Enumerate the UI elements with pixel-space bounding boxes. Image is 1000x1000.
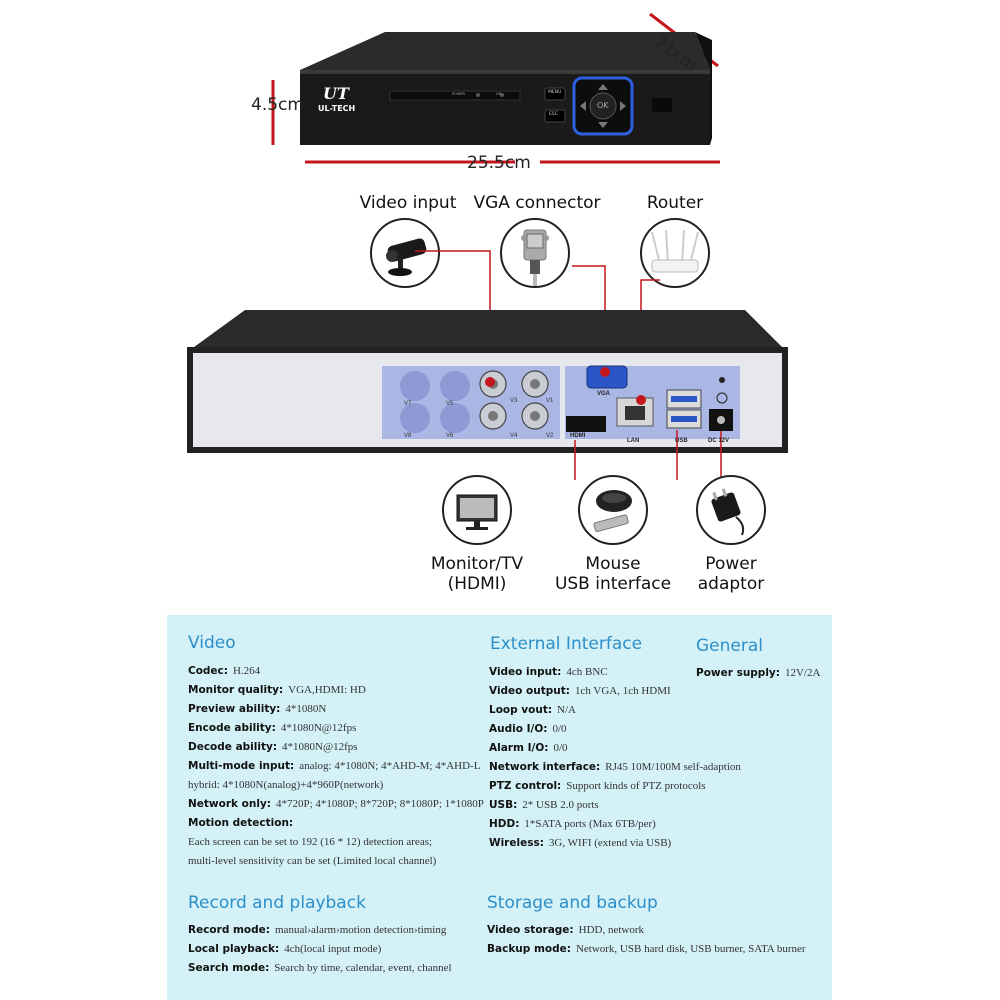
usb-port-label: USB [675,438,688,444]
power-label-line1: Power [705,554,757,574]
spec-row: Video input:4ch BNC [489,666,608,678]
router-label: Router [646,193,704,213]
dvr-front-face [300,70,710,145]
multi-mode-continuation: hybrid: 4*1080N(analog)+4*960P(network) [188,779,384,791]
dvr-rear-top-face [190,310,785,350]
hdmi-port-label: HDMI [570,433,586,439]
monitor-label-line1: Monitor/TV [430,554,524,574]
vga-port-label: VGA [597,391,611,397]
spec-row: Record mode:manual›alarm›motion detectio… [188,924,447,936]
dc-port-label: DC 12V [708,438,730,444]
spec-row: PTZ control:Support kinds of PTZ protoco… [489,780,706,792]
power-label-callout: Power adaptor [688,554,774,594]
spec-row: Network interface:RJ45 10M/100M self-ada… [489,761,741,773]
hdd-label: HD [496,92,502,96]
disc-slot [389,90,521,101]
spec-row: Power supply:12V/2A [696,667,821,679]
bnc-label-v1: V1 [546,398,554,404]
specifications-panel: Video Codec:H.264 Monitor quality:VGA,HD… [167,615,832,1000]
vga-thumbnail [500,218,570,288]
external-section-title: External Interface [490,634,643,654]
router-icon [651,259,699,273]
mouse-usb-thumbnail [578,475,648,545]
hdd-led [500,93,504,97]
spec-row: Monitor quality:VGA,HDMI: HD [188,684,366,696]
bnc-label-v5: V5 [446,401,454,407]
spec-row: Audio I/O:0/0 [489,723,567,735]
spec-row: Codec:H.264 [188,665,261,677]
record-section-title: Record and playback [188,893,366,913]
spec-row: USB:2* USB 2.0 ports [489,799,599,811]
vga-port [586,365,628,389]
power-label-line2: adaptor [697,574,765,594]
spec-row: HDD:1*SATA ports (Max 6TB/per) [489,818,656,830]
bnc-label-v8: V8 [404,433,412,439]
monitor-label: Monitor/TV (HDMI) [418,554,536,594]
motion-description-line1: Each screen can be set to 192 (16 * 12) … [188,836,433,848]
camera-thumbnail [370,218,440,288]
video-section-title: Video [188,633,236,653]
spec-row: Decode ability:4*1080N@12fps [188,741,358,753]
storage-section-title: Storage and backup [487,893,658,913]
power-label: POWER [452,92,465,96]
spec-row: Search mode:Search by time, calendar, ev… [188,962,452,974]
spec-row: Multi-mode input:analog: 4*1080N; 4*AHD-… [188,760,481,772]
spec-row: Encode ability:4*1080N@12fps [188,722,357,734]
logo-mark: UT [323,84,350,103]
power-led [476,93,480,97]
router-thumbnail [640,218,710,288]
spec-row: Network only:4*720P; 4*1080P; 8*720P; 8*… [188,798,484,810]
spec-row: Wireless:3G, WIFI (extend via USB) [489,837,672,849]
spec-row: Local playback:4ch(local input mode) [188,943,382,955]
mouse-label-line2: USB interface [554,574,672,594]
bnc-label-v2: V2 [546,433,554,439]
bnc-label-v6: V6 [446,433,454,439]
ok-label: OK [597,101,609,110]
esc-label: ESC [549,112,558,117]
bnc-label-v3: V3 [510,398,518,404]
monitor-thumbnail [442,475,512,545]
spec-row: Motion detection: [188,817,294,829]
spec-row: Preview ability:4*1080N [188,703,327,715]
monitor-label-line2: (HDMI) [447,574,507,594]
video-input-label: Video input [359,193,457,213]
bnc-label-v7: V7 [404,401,412,407]
mouse-label-line1: Mouse [585,554,641,574]
power-adaptor-thumbnail [696,475,766,545]
lan-port-label: LAN [627,438,640,444]
usb-drive-icon [593,514,629,533]
spec-row: Loop vout:N/A [489,704,576,716]
height-dimension: 4.5cm [251,95,304,115]
width-dimension: 25.5cm [467,153,531,173]
vga-connector-label: VGA connector [473,193,601,213]
brand-logo-text: UL-TECH [318,104,356,113]
motion-description-line2: multi-level sensitivity can be set (Limi… [188,855,437,867]
menu-label: MENU [548,90,562,95]
general-section-title: General [696,636,763,656]
front-view-illustration: UT [271,12,720,164]
spec-row: Video output:1ch VGA, 1ch HDMI [489,685,671,697]
dvr-top-face [300,32,710,70]
spec-row: Video storage:HDD, network [487,924,645,936]
spec-row: Alarm I/O:0/0 [489,742,568,754]
bnc-label-v4: V4 [510,433,518,439]
power-adaptor-icon [711,492,741,522]
rear-view-illustration [187,250,788,480]
spec-row: Backup mode:Network, USB hard disk, USB … [487,943,806,955]
hdmi-port [566,416,606,432]
mouse-label: Mouse USB interface [548,554,678,594]
ok-button [589,92,617,120]
